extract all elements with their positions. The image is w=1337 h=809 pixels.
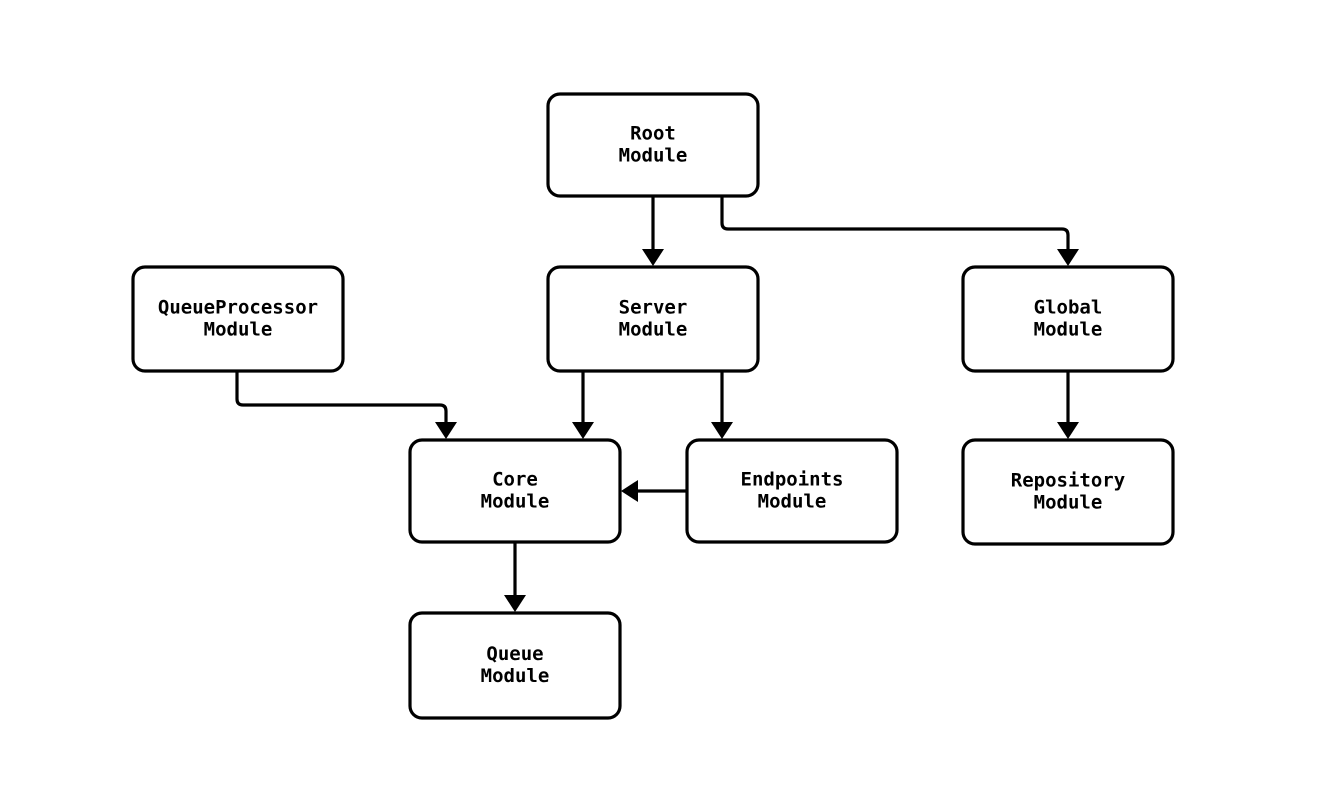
node-box-endpoints[interactable] — [685, 438, 899, 544]
node-label-line1-endpoints: Endpoints — [741, 469, 844, 491]
arrowhead-icon-core-to-queue — [504, 595, 526, 612]
edge-server-to-endpoints: Server Module to Endpoints Module — [711, 371, 733, 439]
arrowhead-icon-server-to-endpoints — [711, 422, 733, 439]
edge-core-to-queue: Core Module to Queue Module — [504, 542, 526, 612]
node-label-line1-repository: Repository — [1011, 470, 1125, 492]
arrowhead-icon-queueprocessor-to-core — [435, 422, 457, 439]
arrowhead-icon-endpoints-to-core — [621, 480, 638, 502]
node-box-global[interactable] — [961, 265, 1175, 373]
node-label-line2-repository: Module — [1034, 492, 1103, 514]
node-box-core[interactable] — [408, 438, 622, 544]
node-label-line2-queue: Module — [481, 665, 550, 687]
node-box-queue[interactable] — [408, 611, 622, 720]
node-label-line2-server: Module — [619, 319, 688, 341]
node-label-line2-global: Module — [1034, 319, 1103, 341]
node-box-repository[interactable] — [961, 438, 1175, 546]
edge-root-to-server: Root Module to Server Module — [642, 196, 664, 266]
edge-line-root-to-global — [720, 196, 1070, 258]
edge-layer: Root Module to Server Module Root Module … — [235, 196, 1079, 612]
node-label-line1-queueprocessor: QueueProcessor — [158, 297, 318, 319]
edge-queueprocessor-to-core: QueueProcessor Module to Core Module — [235, 371, 457, 439]
node-label-line1-server: Server — [619, 297, 688, 319]
node-label-line2-root: Module — [619, 145, 688, 167]
edge-root-to-global: Root Module to Global Module — [720, 196, 1079, 266]
edge-server-to-core: Server Module to Core Module — [572, 371, 594, 439]
node-label-line2-queueprocessor: Module — [204, 319, 273, 341]
arrowhead-icon-server-to-core — [572, 422, 594, 439]
edge-endpoints-to-core: Endpoints Module to Core Module — [621, 480, 687, 502]
arrowhead-icon-global-to-repository — [1057, 422, 1079, 439]
node-box-queueprocessor[interactable] — [131, 265, 345, 373]
node-label-line2-core: Module — [481, 491, 550, 513]
node-label-line1-core: Core — [492, 469, 538, 491]
edge-global-to-repository: Global Module to Repository Module — [1057, 371, 1079, 439]
node-box-root[interactable] — [546, 92, 760, 198]
node-label-line1-root: Root — [630, 123, 676, 145]
node-label-line2-endpoints: Module — [758, 491, 827, 513]
node-label-line1-global: Global — [1034, 297, 1103, 319]
node-label-line1-queue: Queue — [486, 643, 543, 665]
edge-line-queueprocessor-to-core — [235, 371, 448, 431]
node-layer: RootModuleQueueProcessorModuleServerModu… — [131, 92, 1175, 720]
arrowhead-icon-root-to-server — [642, 249, 664, 266]
node-box-server[interactable] — [546, 265, 760, 373]
arrowhead-icon-root-to-global — [1057, 249, 1079, 266]
